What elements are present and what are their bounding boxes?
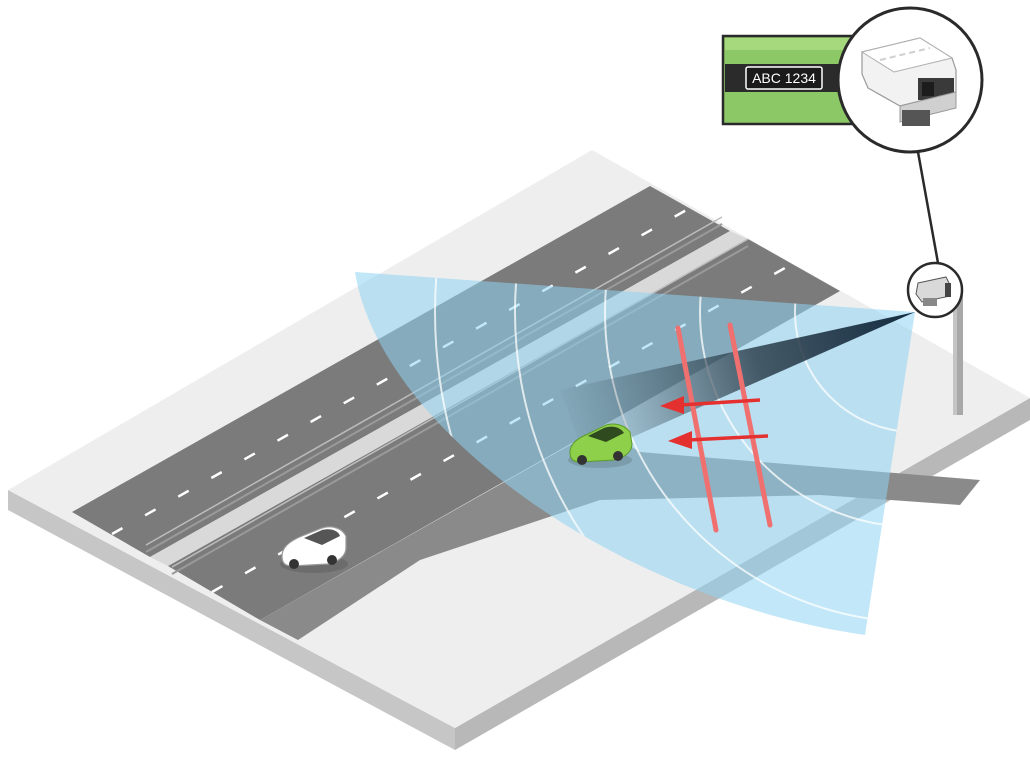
zoom-connector xyxy=(918,152,938,263)
camera-zoom-callout xyxy=(838,8,982,152)
surveillance-camera-icon xyxy=(908,263,962,317)
plate-number: ABC 1234 xyxy=(752,70,816,86)
